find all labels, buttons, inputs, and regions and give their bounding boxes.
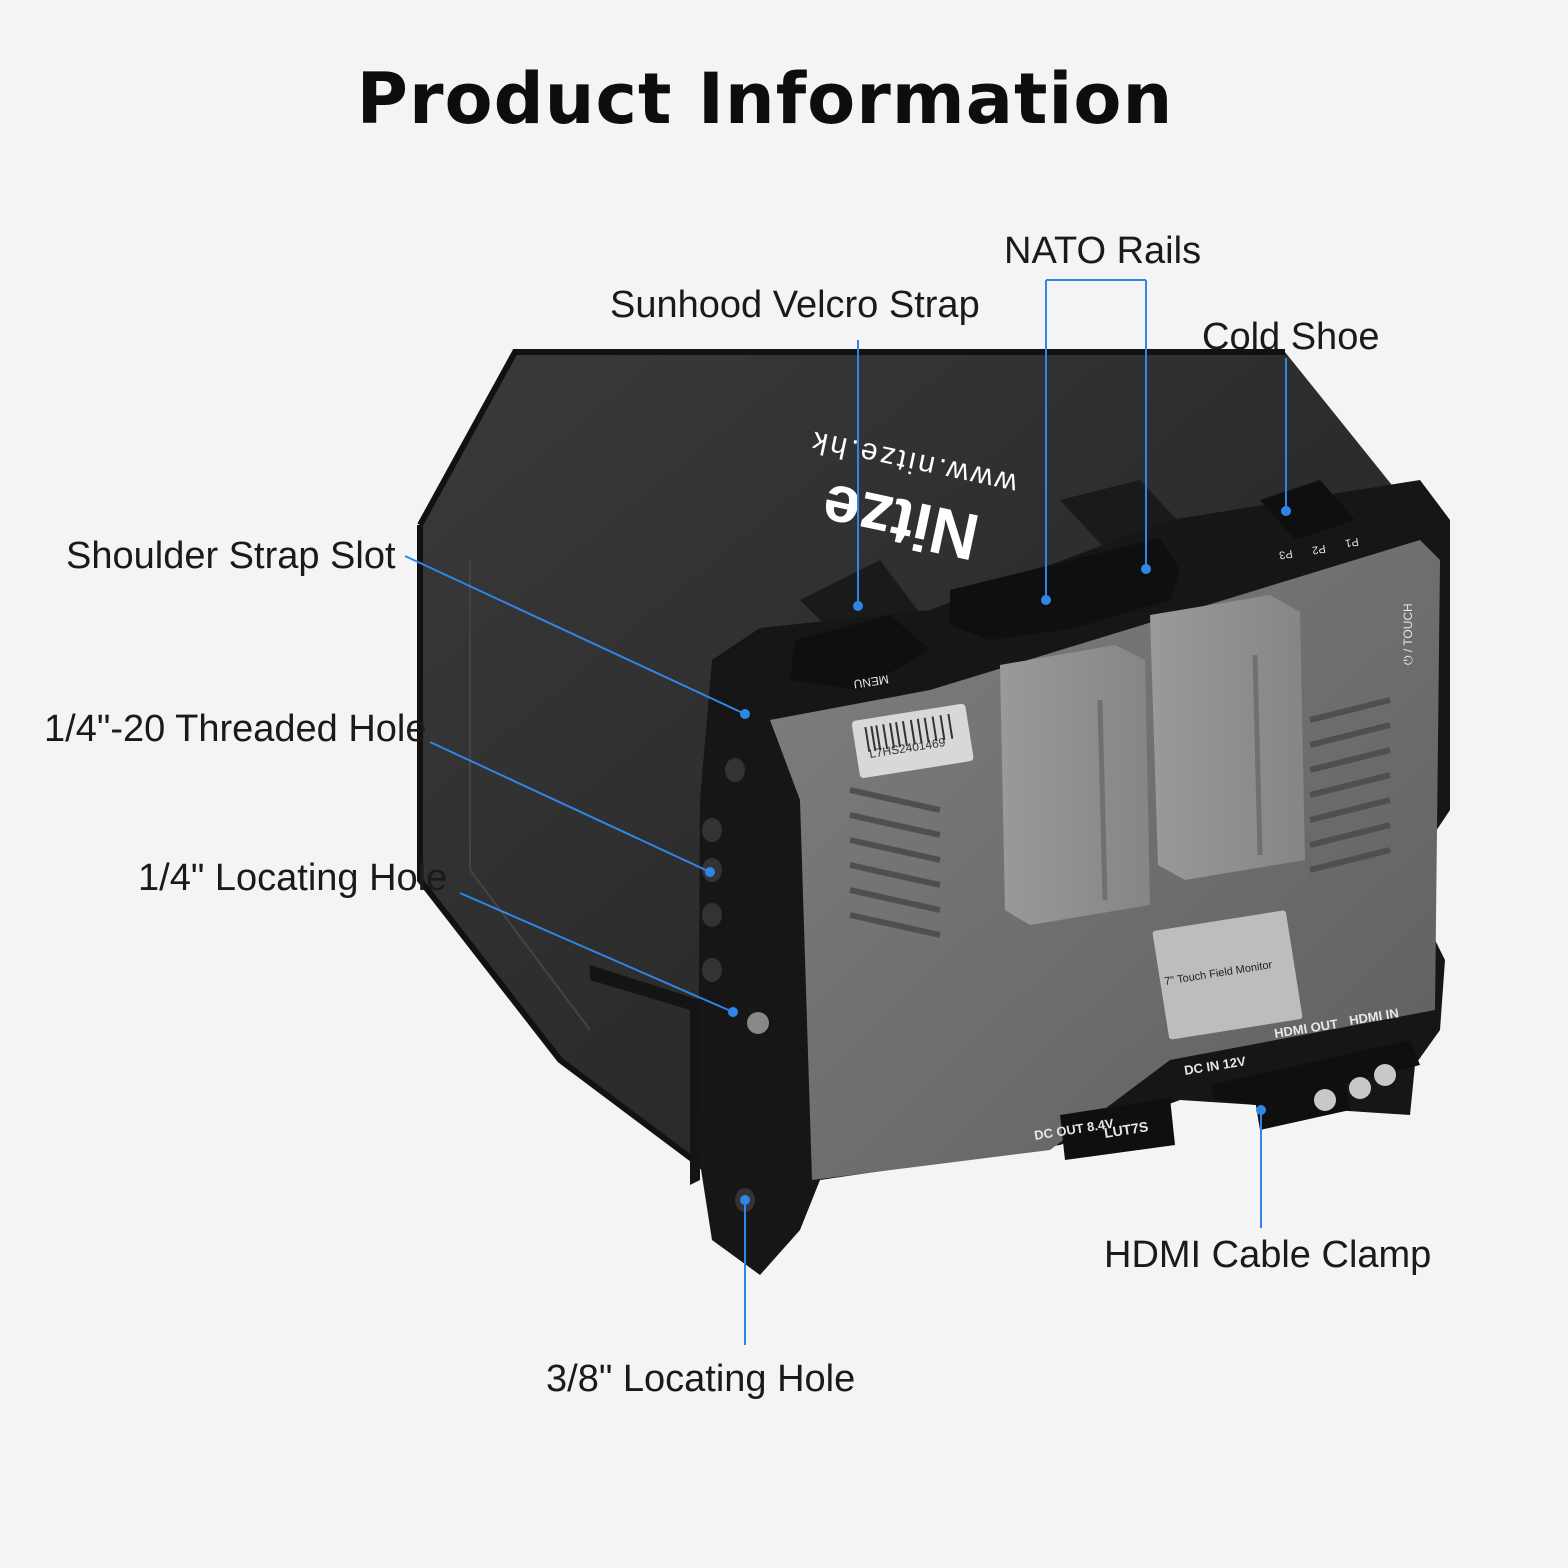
- p3-button-label: P3: [1278, 547, 1293, 561]
- leader-lines: [404, 279, 1287, 1345]
- menu-button-label: MENU: [853, 672, 890, 691]
- p1-button-label: P1: [1344, 535, 1359, 549]
- cold-shoe: [1260, 480, 1355, 540]
- touch-button-label: ⏻ / TOUCH: [1401, 603, 1415, 665]
- label-hdmi-cable-clamp: HDMI Cable Clamp: [1104, 1234, 1432, 1276]
- nato-rail: [950, 538, 1180, 640]
- label-nato-rails: NATO Rails: [1004, 230, 1202, 272]
- label-locating-hole-quarter: 1/4" Locating Hole: [138, 857, 448, 899]
- cage-top-block: [790, 615, 930, 690]
- battery-left: [1000, 645, 1150, 925]
- label-sunhood-velcro-strap: Sunhood Velcro Strap: [610, 284, 980, 326]
- label-locating-hole-three-eighths: 3/8" Locating Hole: [546, 1358, 856, 1400]
- battery-right: [1150, 595, 1305, 880]
- label-shoulder-strap-slot: Shoulder Strap Slot: [66, 535, 396, 577]
- label-threaded-hole: 1/4"-20 Threaded Hole: [44, 708, 427, 750]
- bottom-badge: [1060, 1098, 1175, 1160]
- label-cold-shoe: Cold Shoe: [1202, 316, 1380, 358]
- cage-side-holes: [702, 758, 769, 1212]
- hdmi-cable-clamp: [1210, 1040, 1420, 1105]
- page-title: Product Information: [356, 58, 1174, 140]
- p2-button-label: P2: [1311, 542, 1326, 556]
- callout-dots: [705, 506, 1291, 1205]
- model-badge: LUT7S: [1103, 1118, 1149, 1141]
